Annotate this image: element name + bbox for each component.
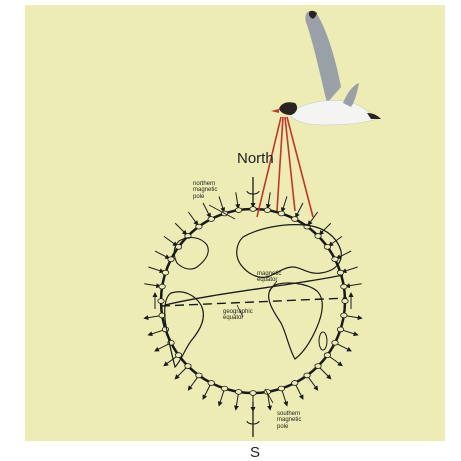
rim-dot	[185, 364, 191, 369]
rim-dot	[292, 381, 298, 386]
northern-magnetic-pole-label: northern magnetic pole	[193, 181, 217, 200]
rim-dot	[332, 340, 338, 345]
rim-dot	[208, 381, 214, 386]
rim-dot	[162, 270, 168, 275]
rim-dot	[159, 284, 165, 289]
geographic-equator-label: geographic equator	[223, 309, 253, 322]
rim-dot	[332, 257, 338, 262]
rim-dot	[175, 353, 181, 358]
rim-dot	[221, 386, 227, 391]
rim-dot	[250, 207, 256, 212]
rim-dot	[196, 224, 202, 229]
rim-dot	[315, 364, 321, 369]
southern-magnetic-pole-label: southern magnetic pole	[277, 411, 301, 430]
rim-dot	[341, 313, 347, 318]
north-label: North	[237, 151, 274, 167]
rim-dot	[337, 327, 343, 332]
rim-dot	[315, 234, 321, 239]
rim-dot	[208, 217, 214, 222]
rim-dot	[341, 284, 347, 289]
background	[25, 5, 445, 441]
rim-dot	[162, 327, 168, 332]
rim-dot	[158, 299, 164, 304]
rim-dot	[324, 353, 330, 358]
rim-dot	[250, 391, 256, 396]
magnetic-equator-label: magnetic equator	[257, 271, 281, 284]
rim-dot	[342, 299, 348, 304]
rim-dot	[292, 217, 298, 222]
rim-dot	[235, 208, 241, 213]
rim-dot	[168, 257, 174, 262]
diagram-panel: North S northern magnetic pole magnetic …	[25, 5, 445, 441]
geomagnetic-diagram	[25, 5, 445, 441]
rim-dot	[304, 373, 310, 378]
rim-dot	[337, 270, 343, 275]
rim-dot	[324, 245, 330, 250]
south-label: S	[250, 445, 260, 461]
rim-dot	[264, 208, 270, 213]
rim-dot	[196, 373, 202, 378]
rim-dot	[278, 211, 284, 216]
rim-dot	[235, 389, 241, 394]
rim-dot	[278, 386, 284, 391]
